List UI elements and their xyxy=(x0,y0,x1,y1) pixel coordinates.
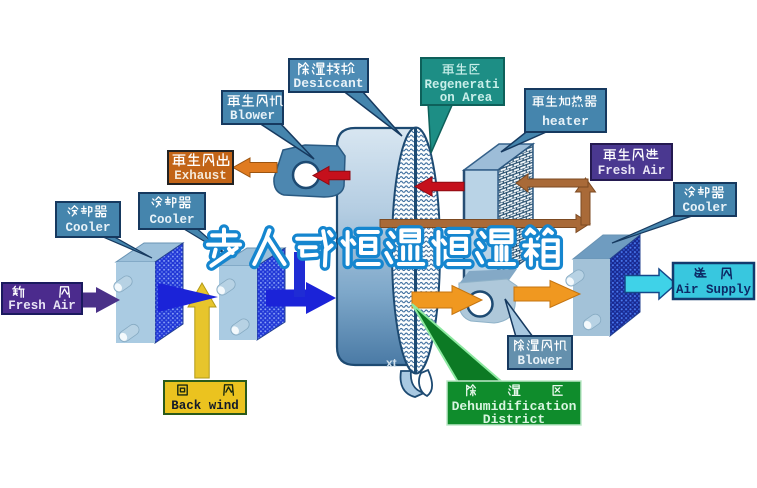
svg-text:Cooler: Cooler xyxy=(682,201,727,215)
svg-text:Blower: Blower xyxy=(517,354,562,368)
svg-text:Regenerati: Regenerati xyxy=(424,78,499,92)
svg-text:Back wind: Back wind xyxy=(171,399,239,413)
svg-text:Air Supply: Air Supply xyxy=(676,283,752,297)
svg-text:Blower: Blower xyxy=(230,109,275,123)
svg-text:Fresh Air: Fresh Air xyxy=(598,164,666,178)
svg-text:Cooler: Cooler xyxy=(65,221,110,235)
svg-text:Exhaust: Exhaust xyxy=(174,169,227,183)
svg-text:Dehumidification: Dehumidification xyxy=(452,399,577,414)
svg-text:Desiccant: Desiccant xyxy=(293,76,363,91)
svg-text:heater: heater xyxy=(542,114,589,129)
svg-text:District: District xyxy=(483,412,545,427)
svg-text:xt: xt xyxy=(386,356,397,370)
svg-text:on Area: on Area xyxy=(440,91,493,105)
svg-text:Cooler: Cooler xyxy=(149,213,194,227)
svg-text:Fresh Air: Fresh Air xyxy=(8,299,76,313)
